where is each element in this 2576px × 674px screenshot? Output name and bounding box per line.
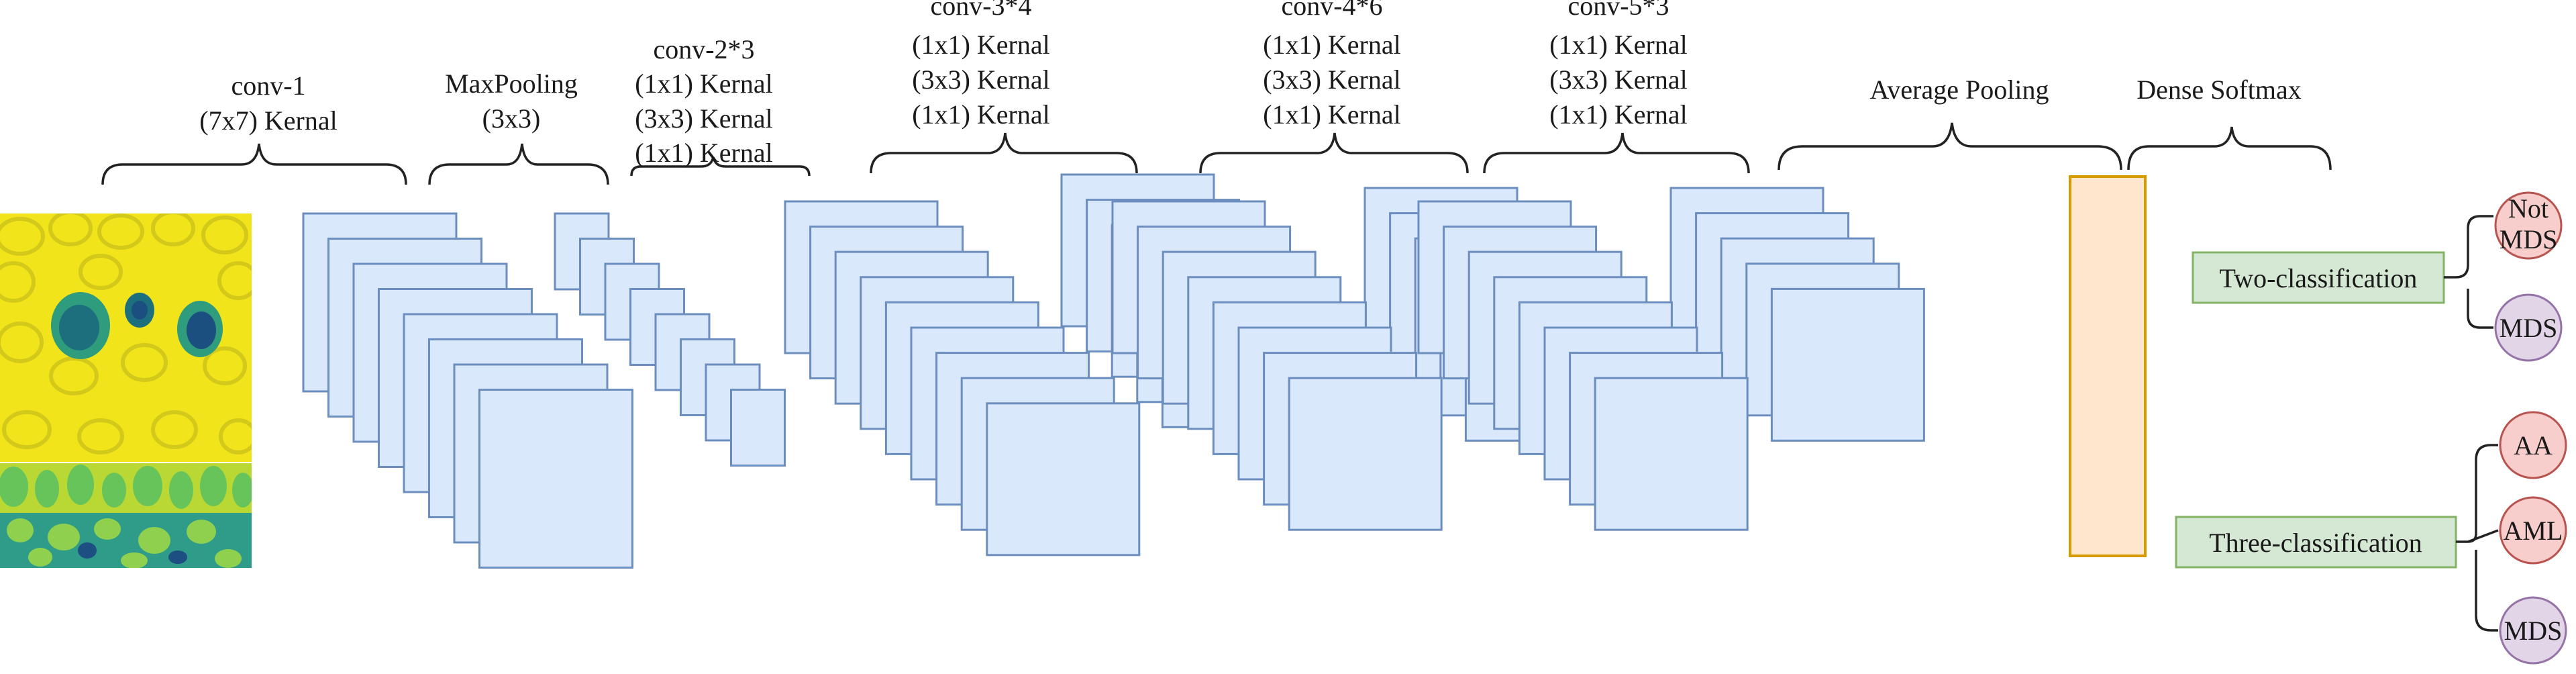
brace-maxpooling xyxy=(428,143,609,185)
class-node-aa: AA xyxy=(2499,411,2567,479)
brace-conv2 xyxy=(630,156,811,177)
feature-map-conv5-13 xyxy=(1594,377,1749,531)
three-classification-connector xyxy=(2456,444,2499,632)
input-image-bottom-panel xyxy=(0,513,252,568)
label-conv5: conv-5*3 (1x1) Kernal (3x3) Kernal (1x1)… xyxy=(1549,0,1687,130)
label-maxpooling-line-2: (3x3) xyxy=(482,103,541,134)
label-conv1-line-2: (7x7) Kernal xyxy=(199,105,337,136)
input-image xyxy=(0,213,252,568)
label-average-pooling: Average Pooling xyxy=(1870,75,2049,105)
label-conv5-line-3: (3x3) Kernal xyxy=(1549,64,1687,95)
feature-map-conv4-13 xyxy=(1288,377,1443,531)
class-node-mds-three-label: MDS xyxy=(2504,616,2563,646)
label-conv5-line-2: (1x1) Kernal xyxy=(1549,30,1687,60)
feature-map-conv5-5 xyxy=(1770,287,1925,442)
three-classification-box xyxy=(2175,516,2457,569)
label-conv2-line-2: (1x1) Kernal xyxy=(635,68,772,99)
average-pooling-vector xyxy=(2069,175,2147,557)
label-conv2-line-1: conv-2*3 xyxy=(653,34,754,64)
feature-map-maxpooling-8 xyxy=(730,389,786,467)
class-node-mds-three: MDS xyxy=(2499,596,2567,665)
brace-conv5 xyxy=(1483,132,1750,174)
class-node-not-mds-line-2: MDS xyxy=(2500,224,2558,254)
class-node-mds-two-label: MDS xyxy=(2500,313,2558,343)
label-conv3-line-4: (1x1) Kernal xyxy=(912,99,1049,130)
three-classification-group: Three-classification AA AML MDS xyxy=(2175,411,2567,665)
brace-conv3 xyxy=(870,132,1138,174)
input-image-middle-panel xyxy=(0,463,252,513)
label-conv2: conv-2*3 (1x1) Kernal (3x3) Kernal (1x1)… xyxy=(635,34,772,168)
class-node-aml: AML xyxy=(2499,496,2567,565)
label-conv4-line-1: conv-4*6 xyxy=(1281,0,1382,21)
label-conv2-line-3: (3x3) Kernal xyxy=(635,103,772,134)
label-conv4: conv-4*6 (1x1) Kernal (3x3) Kernal (1x1)… xyxy=(1263,0,1400,130)
label-conv2-line-4: (1x1) Kernal xyxy=(635,138,772,168)
label-conv3-line-2: (1x1) Kernal xyxy=(912,30,1049,60)
class-node-not-mds: Not MDS xyxy=(2494,191,2563,260)
two-classification-group: Two-classification Not MDS MDS xyxy=(2192,191,2563,362)
label-maxpooling-line-1: MaxPooling xyxy=(445,68,578,99)
two-classification-box xyxy=(2192,251,2445,304)
class-node-aa-label: AA xyxy=(2514,430,2553,461)
brace-dense-softmax xyxy=(2127,126,2332,171)
input-image-top-panel xyxy=(0,213,252,462)
label-maxpooling: MaxPooling (3x3) xyxy=(445,68,578,134)
label-conv1: conv-1 (7x7) Kernal xyxy=(199,70,337,136)
label-conv3: conv-3*4 (1x1) Kernal (3x3) Kernal (1x1)… xyxy=(912,0,1049,130)
feature-map-conv1-8 xyxy=(478,389,633,569)
label-conv1-line-1: conv-1 xyxy=(231,70,305,101)
class-node-not-mds-line-1: Not xyxy=(2508,193,2548,224)
feature-map-stack-conv1 xyxy=(302,212,633,569)
class-node-aml-label: AML xyxy=(2504,516,2563,546)
label-conv3-line-1: conv-3*4 xyxy=(930,0,1031,21)
label-conv4-line-4: (1x1) Kernal xyxy=(1263,99,1400,130)
label-conv3-line-3: (3x3) Kernal xyxy=(912,64,1049,95)
brace-average-pooling xyxy=(1778,122,2122,171)
two-classification-label: Two-classification xyxy=(2220,263,2418,293)
label-conv4-line-2: (1x1) Kernal xyxy=(1263,30,1400,60)
class-node-mds-two: MDS xyxy=(2494,293,2563,362)
feature-map-conv3-14 xyxy=(986,402,1141,557)
three-classification-label: Three-classification xyxy=(2209,528,2422,558)
brace-conv1 xyxy=(101,143,407,185)
feature-map-stack-maxpooling xyxy=(554,212,786,467)
brace-conv4 xyxy=(1199,132,1469,174)
label-conv4-line-3: (3x3) Kernal xyxy=(1263,64,1400,95)
label-conv5-line-4: (1x1) Kernal xyxy=(1549,99,1687,130)
label-dense-softmax: Dense Softmax xyxy=(2136,75,2302,105)
two-classification-connector xyxy=(2444,215,2493,329)
feature-map-stack-conv5 xyxy=(1417,187,1925,531)
label-conv5-line-1: conv-5*3 xyxy=(1567,0,1669,21)
